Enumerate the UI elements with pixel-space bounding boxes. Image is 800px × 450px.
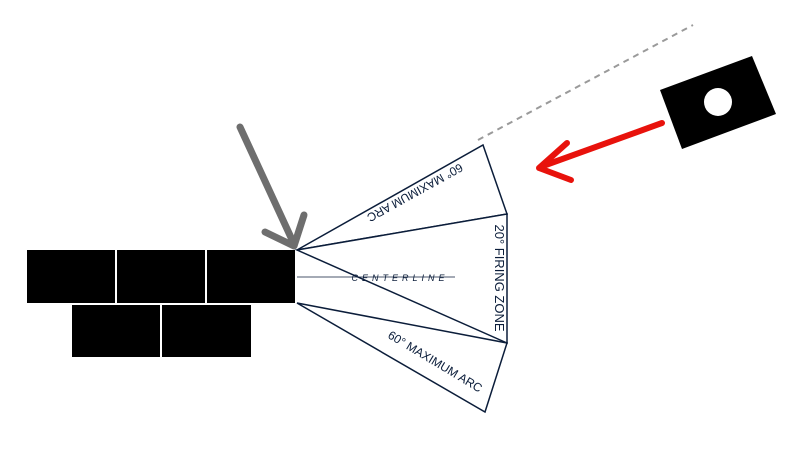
- firing-zone-label: 20° FIRING ZONE: [492, 224, 507, 331]
- brick: [117, 250, 205, 303]
- brick: [207, 250, 295, 303]
- lower-arc-sector: [296, 302, 508, 414]
- brick-wall: [27, 250, 295, 357]
- arrow-left-icon: [536, 120, 665, 183]
- brick: [162, 305, 251, 357]
- target-block-icon: [660, 56, 776, 149]
- firing-fan: [294, 143, 508, 414]
- centerline-label: CENTERLINE: [351, 273, 448, 283]
- brick: [72, 305, 160, 357]
- brick: [27, 250, 115, 303]
- sight-line: [477, 24, 694, 141]
- arrow-down-right-icon: [236, 123, 308, 250]
- firing-zone-sector: [294, 213, 508, 345]
